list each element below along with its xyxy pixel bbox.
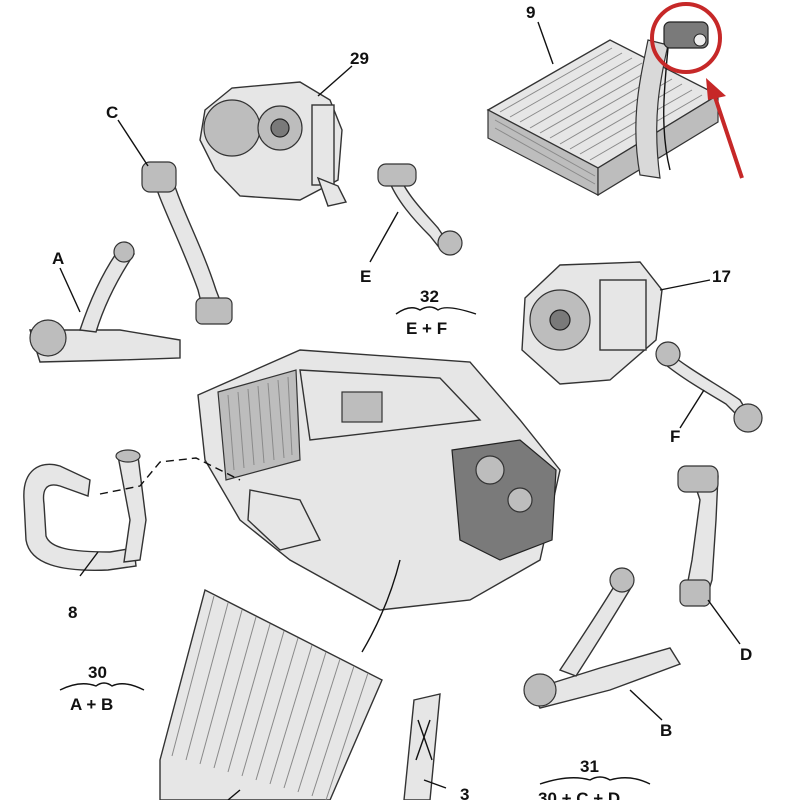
label-8: 8 <box>68 603 77 622</box>
group-30-number: 30 <box>88 663 107 682</box>
group-32: 32 E + F <box>395 287 477 338</box>
group-30-members: A + B <box>70 695 113 714</box>
label-29: 29 <box>350 49 369 68</box>
actuator-part-29 <box>199 81 348 207</box>
label-17: 17 <box>712 267 731 286</box>
highlight-arrow <box>706 78 744 179</box>
group-32-number: 32 <box>420 287 439 306</box>
linkage-rod-c <box>141 161 233 325</box>
label-c: C <box>106 103 118 122</box>
label-b: B <box>660 721 672 740</box>
lever-arm-b <box>523 567 682 709</box>
label-d: D <box>740 645 752 664</box>
linkage-rod-d <box>677 465 719 607</box>
label-9: 9 <box>526 3 535 22</box>
group-31-members: 30 + C + D <box>538 789 620 800</box>
drain-hose-part-8 <box>23 449 241 571</box>
label-e: E <box>360 267 371 286</box>
group-32-members: E + F <box>406 319 447 338</box>
linkage-rod-f <box>655 341 763 433</box>
group-31-number: 31 <box>580 757 599 776</box>
hvac-housing <box>197 349 561 653</box>
label-a: A <box>52 249 64 268</box>
group-31: 31 30 + C + D <box>538 757 651 800</box>
lever-arm-a <box>29 241 181 363</box>
actuator-part-17 <box>521 261 663 385</box>
label-3: 3 <box>460 785 469 800</box>
linkage-rod-e <box>377 163 463 256</box>
connector-highlight-circle <box>650 2 722 74</box>
cabin-filter <box>159 588 383 800</box>
heater-core-part-9 <box>486 21 720 197</box>
label-f: F <box>670 427 680 446</box>
filter-cover-part-3 <box>403 693 441 800</box>
group-30: 30 A + B <box>59 663 145 714</box>
leader-lines <box>59 21 741 800</box>
